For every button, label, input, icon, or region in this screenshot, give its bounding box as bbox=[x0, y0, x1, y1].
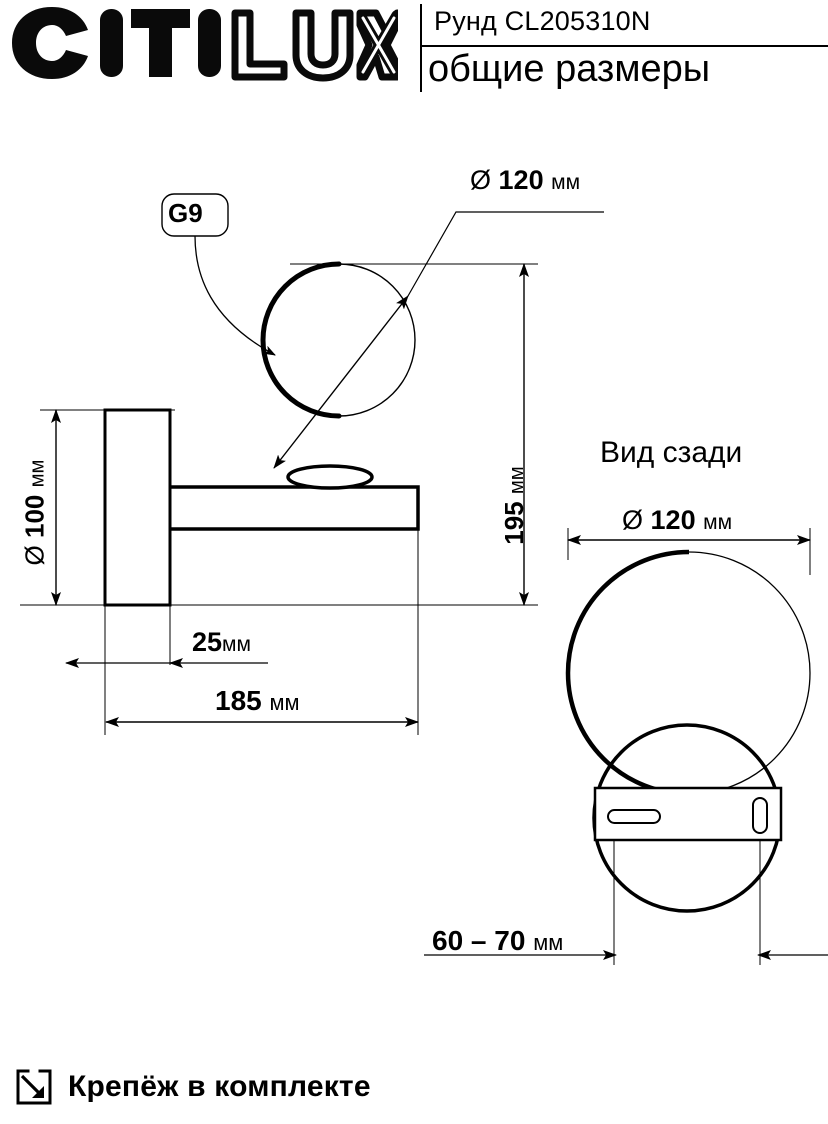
diameter-symbol-rear: Ø bbox=[622, 505, 644, 535]
rear-mount-slot-long bbox=[607, 809, 661, 824]
side-view-group bbox=[20, 193, 604, 735]
diameter-120-value: 120 bbox=[498, 165, 544, 195]
download-box-icon bbox=[16, 1069, 52, 1105]
height-195-unit: мм bbox=[505, 466, 528, 495]
page-subtitle: общие размеры bbox=[428, 48, 711, 90]
wall-plate-rect bbox=[103, 408, 172, 607]
arm-rect bbox=[170, 485, 420, 531]
side-view-extension-lines bbox=[20, 263, 538, 735]
citilux-logo-svg bbox=[12, 7, 402, 82]
label-g9-socket: G9 bbox=[168, 198, 203, 228]
rear-mount-slot-small bbox=[752, 797, 768, 834]
g9-leader-arrow bbox=[194, 235, 276, 356]
diameter-120-leader bbox=[273, 211, 604, 469]
label-diameter-120-rear: Ø 120 мм bbox=[622, 505, 732, 536]
depth-185-value: 185 bbox=[215, 685, 262, 716]
rear-view-group bbox=[424, 528, 828, 965]
page-footer: Крепёж в комплекте bbox=[14, 1068, 371, 1106]
product-model-name: Рунд CL205310N bbox=[434, 6, 651, 36]
diameter-100-unit: мм bbox=[26, 459, 49, 488]
depth-25-unit: мм bbox=[222, 633, 251, 656]
label-height-195: 195 мм bbox=[499, 466, 530, 545]
label-rear-view-title: Вид сзади bbox=[600, 436, 743, 469]
label-diameter-120-side: Ø 120 мм bbox=[470, 165, 580, 196]
label-depth-25: 25мм bbox=[192, 627, 251, 658]
label-mount-spacing: 60 – 70 мм bbox=[432, 925, 563, 957]
depth-25-value: 25 bbox=[192, 627, 223, 657]
rear-sphere-heavy-arc bbox=[565, 549, 690, 797]
depth-185-unit: мм bbox=[269, 690, 300, 715]
height-195-value: 195 bbox=[498, 501, 529, 545]
label-diameter-100-plate: Ø 100 мм bbox=[19, 460, 50, 566]
header-vertical-divider bbox=[420, 4, 422, 92]
diameter-120-unit: мм bbox=[551, 171, 581, 194]
g9-callout bbox=[161, 193, 276, 356]
diameter-120-rear-unit: мм bbox=[703, 511, 733, 534]
header-horizontal-rule bbox=[422, 45, 828, 47]
page-header: Рунд CL205310N общие размеры bbox=[0, 0, 828, 100]
rear-view-extension-lines bbox=[567, 528, 811, 965]
diameter-120-rear-value: 120 bbox=[650, 505, 696, 535]
sphere-heavy-arc bbox=[260, 261, 342, 419]
mount-spacing-value: 60 – 70 bbox=[432, 925, 526, 956]
rear-sphere-light-arc bbox=[688, 551, 811, 795]
diameter-symbol: Ø bbox=[470, 165, 492, 195]
diffuser-ellipse bbox=[286, 464, 374, 490]
sphere-light-arc bbox=[338, 263, 416, 417]
diameter-symbol-100: Ø bbox=[19, 545, 50, 566]
label-depth-185: 185 мм bbox=[215, 685, 300, 717]
diameter-100-value: 100 bbox=[19, 494, 50, 539]
citilux-logo bbox=[8, 4, 402, 82]
footer-label: Крепёж в комплекте bbox=[68, 1070, 371, 1103]
mount-spacing-unit: мм bbox=[533, 930, 564, 955]
